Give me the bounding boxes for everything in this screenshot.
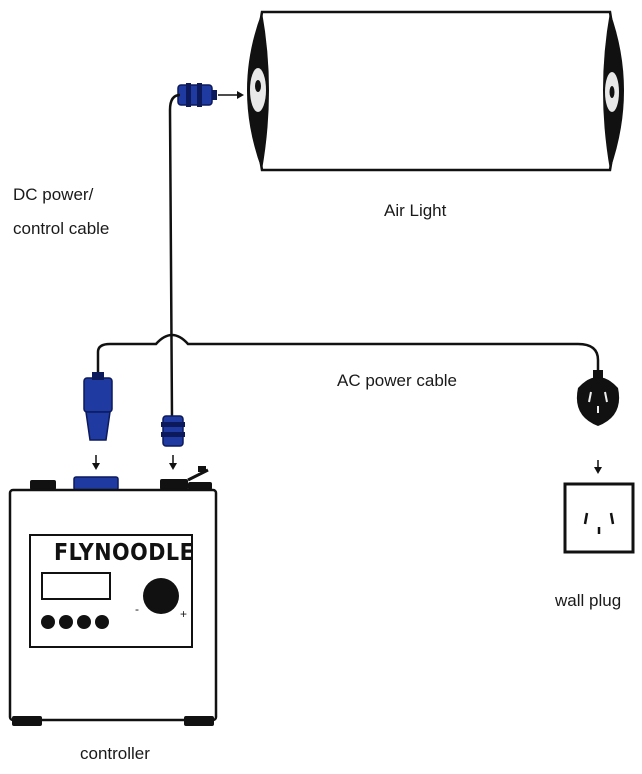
air-light-tube-body: [253, 10, 619, 172]
controller-left-foot: [12, 716, 42, 726]
ac-cable-label: AC power cable: [337, 371, 458, 390]
controller-knob: [143, 578, 179, 614]
arrow-dc-to-controller: [169, 455, 177, 470]
controller-brand: FLYNOODLE: [54, 540, 195, 566]
ac-cable: [96, 333, 600, 378]
knob-minus-label: -: [135, 602, 139, 616]
controller-ac-socket: [73, 476, 119, 491]
dc-cable-label-line1: DC power/: [13, 185, 94, 204]
wall-plug-socket-icon: [563, 482, 635, 554]
arrow-ac-to-controller: [92, 455, 100, 470]
controller-right-foot: [184, 716, 214, 726]
controller-right-foot-top: [188, 482, 212, 490]
arrow-into-air-light: [218, 91, 244, 99]
controller: [8, 466, 218, 726]
dc-connector-top-icon: [177, 83, 217, 107]
ac-plug-icon: [576, 370, 620, 426]
controller-label: controller: [80, 744, 150, 763]
controller-button-1: [41, 615, 55, 629]
controller-dc-socket: [160, 479, 188, 490]
wall-plug-label: wall plug: [555, 591, 622, 610]
controller-button-2: [59, 615, 73, 629]
controller-button-4: [95, 615, 109, 629]
air-light-left-socket-hole: [255, 80, 261, 92]
controller-left-foot-top: [30, 480, 56, 490]
controller-display: [41, 572, 111, 600]
controller-button-3: [77, 615, 91, 629]
arrow-plug-to-wall: [594, 460, 602, 474]
knob-plus-label: +: [180, 607, 188, 621]
dc-connector-bottom-icon: [161, 415, 185, 447]
dc-cable-label-line2: control cable: [13, 219, 110, 238]
air-light-label: Air Light: [384, 201, 447, 220]
dc-cable: [168, 93, 181, 419]
ac-connector-icon: [83, 372, 113, 441]
air-light: [247, 10, 624, 172]
air-light-right-socket-hole: [609, 86, 615, 98]
